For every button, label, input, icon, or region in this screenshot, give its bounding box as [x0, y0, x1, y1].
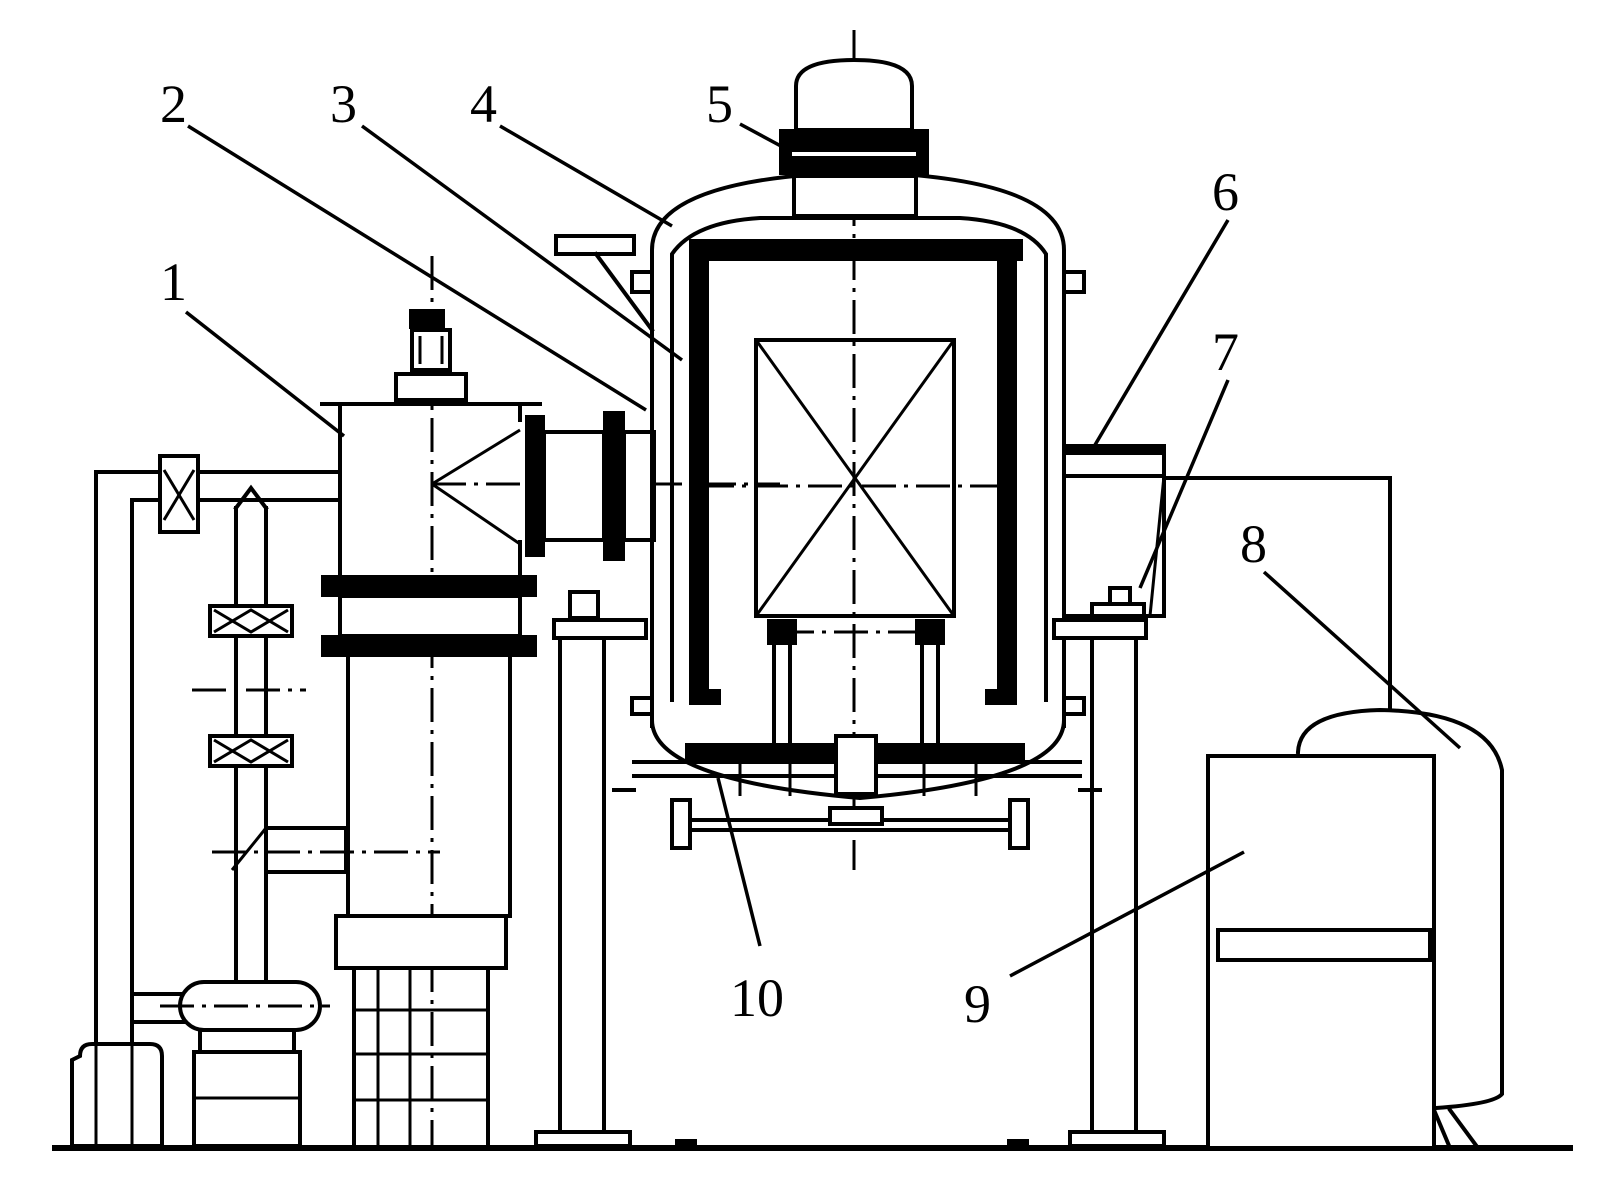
callout-7: 7	[1212, 322, 1239, 382]
callout-4: 4	[470, 74, 497, 134]
callout-labels: 1 2 3 4 5 6 7 8 9 10	[160, 74, 1267, 1034]
callout-1: 1	[160, 252, 187, 312]
heat-exchanger-box	[1062, 444, 1392, 712]
main-valve	[525, 411, 656, 561]
callout-2: 2	[160, 74, 187, 134]
callout-3: 3	[330, 74, 357, 134]
control-cabinet	[1206, 754, 1436, 1150]
callout-9: 9	[964, 974, 991, 1034]
diffusion-pump-column	[320, 256, 780, 1148]
gas-tank	[1295, 707, 1504, 1151]
callout-8: 8	[1240, 514, 1267, 574]
callout-5: 5	[706, 74, 733, 134]
vacuum-pump-system	[70, 454, 440, 1148]
furnace-vessel	[554, 30, 1102, 870]
support-frame	[534, 590, 1166, 1149]
callout-10: 10	[730, 968, 784, 1028]
callout-6: 6	[1212, 162, 1239, 222]
callout-leaders	[184, 122, 1462, 978]
